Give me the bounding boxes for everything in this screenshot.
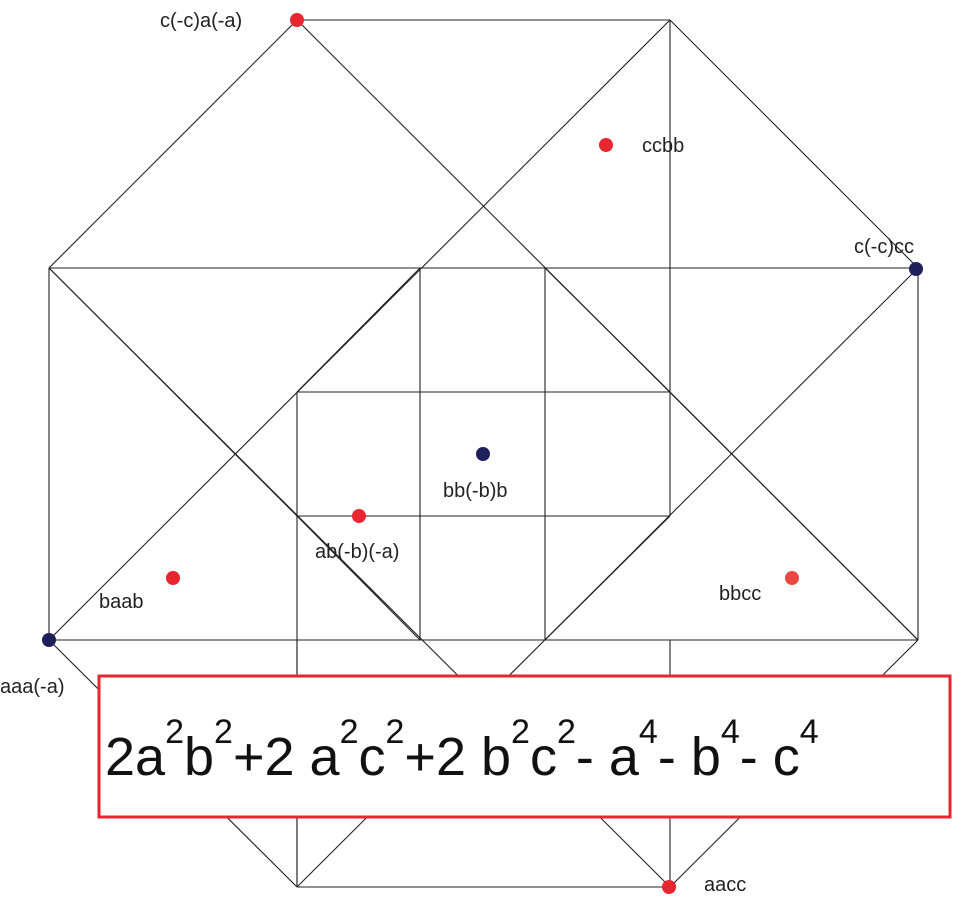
formula-term: - a xyxy=(576,727,640,787)
formula-term: 2a xyxy=(105,727,166,787)
vertex-points xyxy=(42,13,923,894)
edge-line xyxy=(544,267,671,393)
formula-exponent: 2 xyxy=(214,713,233,751)
vertex-dot xyxy=(352,509,366,523)
vertex-dot xyxy=(785,571,799,585)
formula-box: 2a2b2+2 a2c2+2 b2c2- a4- b4- c4 xyxy=(97,674,952,819)
formula-exponent: 4 xyxy=(800,713,819,751)
label-aacc: aacc xyxy=(704,874,746,896)
formula-exponent: 2 xyxy=(340,713,359,751)
formula-term: - c xyxy=(740,727,800,787)
edge-line xyxy=(48,19,298,269)
formula-exponent: 2 xyxy=(386,713,405,751)
edge-line xyxy=(296,267,421,393)
label-ccbb: ccbb xyxy=(642,135,684,157)
formula-term: - b xyxy=(658,727,721,787)
vertex-dot xyxy=(662,880,676,894)
vertex-dot xyxy=(42,633,56,647)
vertex-dot xyxy=(909,262,923,276)
label-baab: baab xyxy=(99,591,144,613)
vertex-dot xyxy=(166,571,180,585)
label-c-c-cc: c(-c)cc xyxy=(854,236,914,258)
edge-line xyxy=(544,515,671,641)
formula-term: +2 b xyxy=(404,727,511,787)
vertex-dot xyxy=(290,13,304,27)
label-bb-b-b: bb(-b)b xyxy=(443,480,507,502)
formula-box-frame xyxy=(97,674,952,819)
formula-term: c xyxy=(530,727,557,787)
edge-line xyxy=(669,19,919,269)
formula-term: +2 a xyxy=(233,727,341,787)
vertex-dot xyxy=(599,138,613,152)
formula-exponent: 4 xyxy=(639,713,658,751)
formula-expression: 2a2b2+2 a2c2+2 b2c2- a4- b4- c4 xyxy=(105,713,819,787)
formula-exponent: 2 xyxy=(511,713,530,751)
label-c-c-a-a: c(-c)a(-a) xyxy=(160,10,242,32)
formula-term: c xyxy=(359,727,386,787)
label-ab-b-a: ab(-b)(-a) xyxy=(315,541,399,563)
vertex-dot xyxy=(476,447,490,461)
formula-exponent: 4 xyxy=(721,713,740,751)
formula-term: b xyxy=(184,727,214,787)
formula-exponent: 2 xyxy=(165,713,184,751)
point-labels: c(-c)a(-a) ccbb c(-c)cc bb(-b)b ab(-b)(-… xyxy=(0,10,914,896)
formula-exponent: 2 xyxy=(557,713,576,751)
label-aaa-a: aaa(-a) xyxy=(0,676,64,698)
label-bbcc: bbcc xyxy=(719,583,761,605)
edge-line xyxy=(296,515,421,641)
edge-line xyxy=(48,19,671,641)
